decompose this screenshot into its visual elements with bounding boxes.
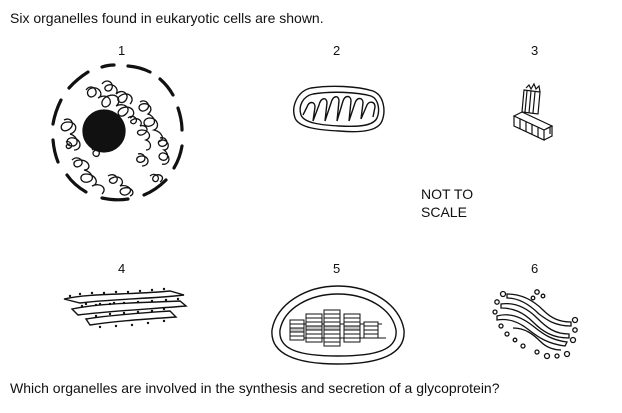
question-text: Which organelles are involved in the syn… xyxy=(10,380,500,396)
organelle-number-4: 4 xyxy=(118,261,126,276)
chloroplast-icon xyxy=(270,284,406,366)
scale-note-line1: NOT TO xyxy=(421,186,474,202)
organelle-number-5: 5 xyxy=(333,261,341,276)
organelle-number-2: 2 xyxy=(333,43,341,58)
rough-er-icon xyxy=(60,287,190,329)
intro-text: Six organelles found in eukaryotic cells… xyxy=(10,10,324,26)
centriole-icon xyxy=(512,84,556,144)
scale-note-line2: SCALE xyxy=(421,204,467,220)
organelle-number-3: 3 xyxy=(531,43,539,58)
organelle-number-1: 1 xyxy=(118,43,126,58)
golgi-icon xyxy=(493,290,579,360)
mitochondrion-icon xyxy=(291,85,387,135)
nucleus-icon xyxy=(42,58,202,218)
organelle-number-6: 6 xyxy=(531,261,539,276)
